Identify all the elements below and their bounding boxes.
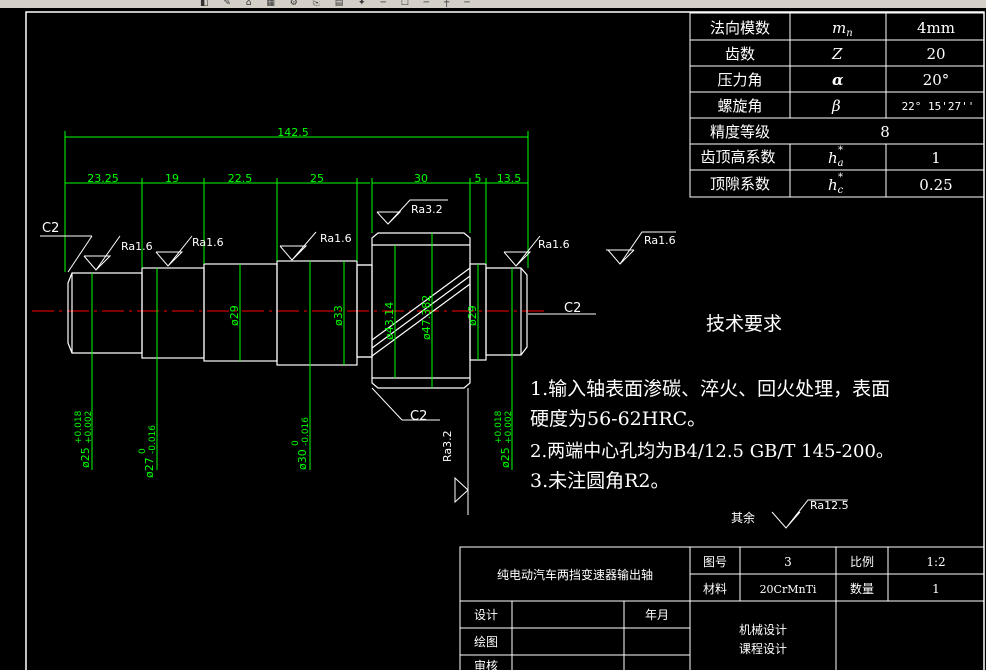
svg-text:-0.016: -0.016 [301, 417, 311, 446]
param-symbol-5-sup: * [838, 145, 843, 156]
svg-text:ø27: ø27 [143, 457, 156, 478]
dim-seg-1: 23.25 [87, 172, 119, 185]
svg-text:ø30: ø30 [296, 449, 309, 470]
course-line-2: 课程设计 [739, 641, 787, 656]
dim-tol-2: ø27 0 -0.016 [138, 425, 158, 478]
param-symbol-2: α [832, 71, 844, 89]
dim-seg-3: 22.5 [228, 172, 253, 185]
dim-d29-right: ø29 [466, 305, 479, 326]
dimension-text: 142.5 23.25 19 22.5 25 30 5 13.5 ø29 ø33… [74, 126, 521, 478]
tech-item-2: 硬度为56-62HRC。 [530, 408, 706, 430]
dim-seg-2: 19 [165, 172, 179, 185]
param-value-3: 22° 15'27'' [902, 100, 975, 113]
drawing-canvas: 法向模数 齿数 压力角 螺旋角 精度等级 齿顶高系数 顶隙系数 mn Z α β… [25, 11, 985, 670]
param-label-6: 顶隙系数 [710, 175, 770, 193]
ra16-b: Ra1.6 [192, 236, 224, 249]
param-label-5: 齿顶高系数 [700, 148, 775, 166]
param-symbol-0: mn [832, 19, 853, 39]
params-table-text: 法向模数 齿数 压力角 螺旋角 精度等级 齿顶高系数 顶隙系数 mn Z α β… [700, 19, 974, 196]
param-label-2: 压力角 [717, 71, 762, 89]
param-value-1: 20 [926, 45, 945, 63]
tech-item-3: 2.两端中心孔均为B4/12.5 GB/T 145-200。 [530, 441, 894, 462]
tech-title: 技术要求 [706, 313, 782, 335]
part-name: 纯电动汽车两挡变速器输出轴 [497, 567, 653, 582]
param-value-0: 4mm [917, 19, 955, 37]
dim-seg-5: 30 [414, 172, 428, 185]
toolbar-icons[interactable]: ◧ ✎ ⌂ ▦ ⚙ ⎘ ▤ ✦ ─ ☐ ─ ┼ ─ [200, 0, 476, 8]
chamfer-bottom: C2 [410, 409, 427, 424]
svg-text:+0.018: +0.018 [494, 410, 504, 444]
param-value-4: 8 [880, 123, 890, 141]
tech-requirements: 技术要求 1.输入轴表面渗碳、淬火、回火处理，表面 硬度为56-62HRC。 2… [530, 313, 894, 492]
dim-tol-3: ø30 0 -0.016 [291, 417, 311, 470]
rest-ra: Ra12.5 [810, 499, 849, 512]
dim-d4314: ø43.14 [383, 302, 396, 340]
svg-text:+0.002: +0.002 [84, 411, 94, 444]
material-label: 材料 [703, 582, 727, 596]
dim-tol-1: ø25 +0.018 +0.002 [74, 410, 94, 468]
dim-d29-left: ø29 [228, 305, 241, 326]
course-line-1: 机械设计 [739, 622, 787, 637]
svg-text:-0.016: -0.016 [148, 425, 158, 454]
shaft-outline [67, 232, 528, 389]
param-symbol-3: β [831, 97, 841, 115]
ra32-top: Ra3.2 [411, 203, 443, 216]
param-value-6: 0.25 [919, 176, 952, 194]
dim-overall: 142.5 [277, 126, 309, 139]
dim-d33: ø33 [332, 305, 345, 326]
toolbar: ◧ ✎ ⌂ ▦ ⚙ ⎘ ▤ ✦ ─ ☐ ─ ┼ ─ [0, 0, 986, 8]
params-table [689, 12, 985, 198]
tech-item-4: 3.未注圆角R2。 [530, 470, 670, 492]
ra16-a: Ra1.6 [121, 240, 153, 253]
svg-text:0: 0 [138, 448, 148, 454]
title-block-text: 纯电动汽车两挡变速器输出轴 图号 3 比例 1:2 材料 20CrMnTi 数量… [474, 555, 946, 670]
dim-seg-6: 5 [475, 172, 482, 185]
drawing-border [25, 11, 985, 670]
svg-text:+0.018: +0.018 [74, 410, 84, 444]
scale: 1:2 [926, 555, 945, 569]
ra16-d: Ra1.6 [538, 238, 570, 251]
title-block [459, 546, 985, 670]
qty: 1 [932, 582, 940, 596]
param-symbol-5: ha [828, 149, 844, 169]
roughness-symbols [40, 199, 848, 529]
dim-seg-4: 25 [310, 172, 324, 185]
param-label-3: 螺旋角 [717, 97, 762, 115]
param-symbol-6: hc [828, 176, 844, 196]
draw-label: 绘图 [474, 634, 498, 649]
roughness-text: C2 Ra1.6 Ra1.6 Ra1.6 Ra1.6 Ra1.6 Ra3.2 C… [42, 203, 849, 525]
chamfer-right: C2 [564, 301, 581, 316]
ra32-vertical: Ra3.2 [441, 430, 454, 462]
drawing-no-label: 图号 [703, 555, 727, 569]
param-value-5: 1 [931, 149, 941, 167]
ra16-e: Ra1.6 [644, 234, 676, 247]
param-label-4: 精度等级 [710, 123, 770, 141]
scale-label: 比例 [850, 555, 874, 569]
chamfer-left: C2 [42, 221, 59, 236]
param-symbol-1: Z [831, 45, 843, 63]
svg-text:ø25: ø25 [499, 447, 512, 468]
svg-text:ø25: ø25 [79, 447, 92, 468]
qty-label: 数量 [850, 581, 874, 596]
param-value-2: 20° [923, 71, 950, 89]
dim-seg-7: 13.5 [497, 172, 522, 185]
ra16-c: Ra1.6 [320, 232, 352, 245]
param-label-1: 齿数 [725, 45, 755, 63]
svg-text:0: 0 [291, 440, 301, 446]
param-label-0: 法向模数 [710, 19, 770, 37]
tech-item-1: 1.输入轴表面渗碳、淬火、回火处理，表面 [530, 378, 890, 400]
dimension-lines [64, 131, 529, 470]
review-label: 审核 [474, 658, 498, 670]
rest-label: 其余 [731, 510, 755, 525]
material: 20CrMnTi [760, 583, 817, 596]
dim-d47382: ø47.382 [420, 295, 433, 340]
date-label: 年月 [645, 608, 669, 622]
drawing-no: 3 [784, 555, 792, 569]
svg-text:+0.002: +0.002 [504, 411, 514, 444]
design-label: 设计 [474, 608, 498, 622]
dim-tol-4: ø25 +0.018 +0.002 [494, 410, 514, 468]
param-symbol-6-sup: * [838, 172, 843, 183]
